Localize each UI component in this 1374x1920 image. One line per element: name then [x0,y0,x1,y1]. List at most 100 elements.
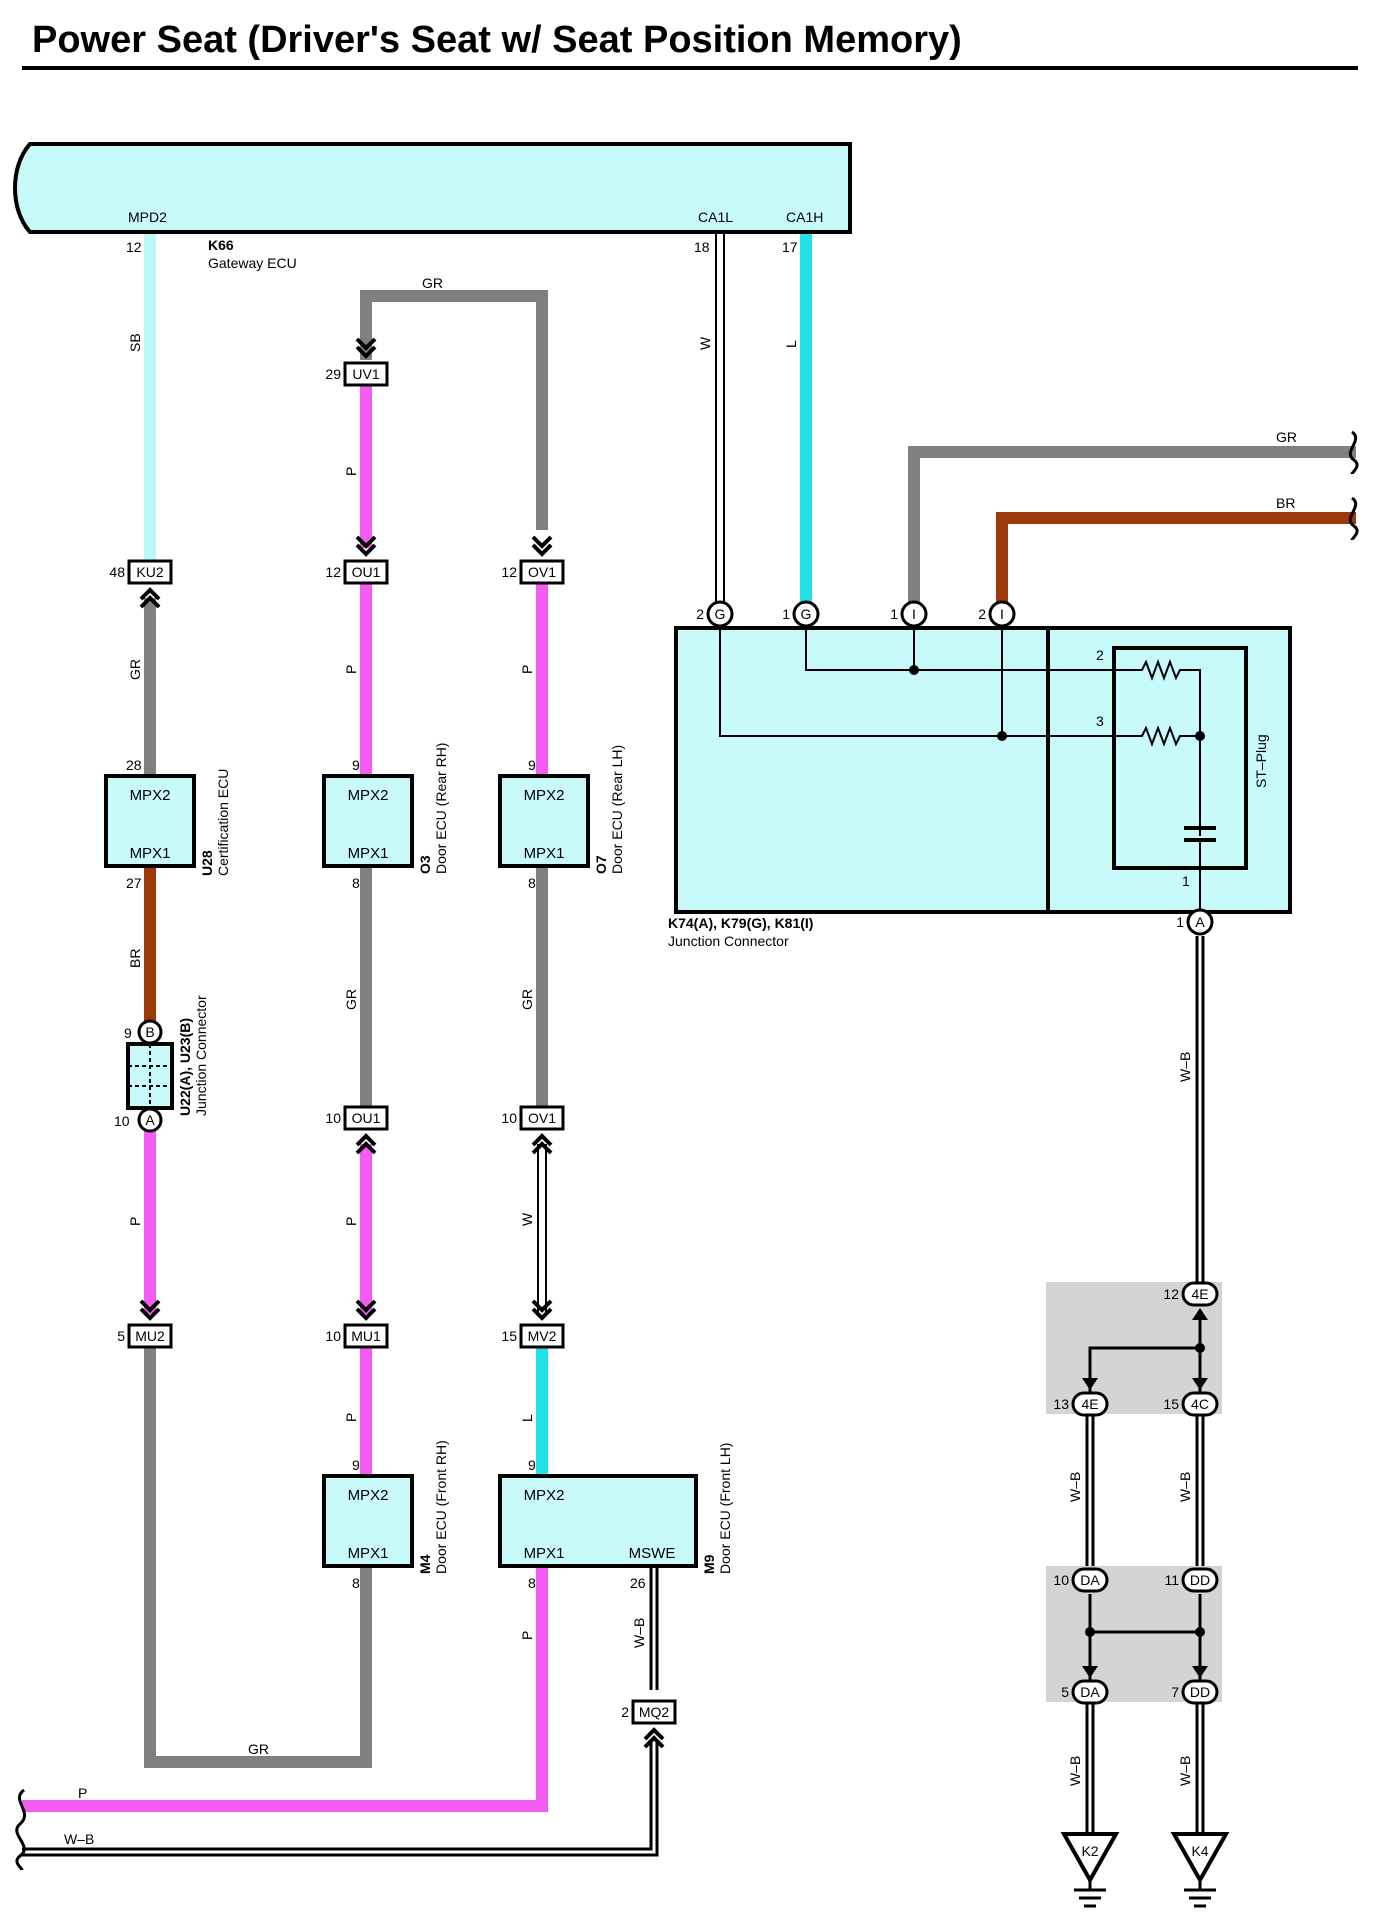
o7-mpx2: MPX2 [524,787,565,804]
connector-mu1-chevron [355,1299,377,1313]
k74-junction-dot-3 [1195,731,1205,741]
terminal-pin-no: 2 [978,606,986,622]
m9-pin-26: 26 [630,1575,646,1591]
connector-mv2-chevron [531,1307,553,1321]
wire-br-right [996,512,1356,604]
terminal-circle [1186,908,1214,936]
u22-pin-b [137,1019,163,1045]
u28-pin-27: 27 [126,875,142,891]
connector-label: MU1 [351,1328,381,1344]
jb-oval [1071,1391,1109,1417]
u22-code: U22(A), U23(B) [177,1018,193,1116]
st-plug-pin-3: 3 [1096,713,1104,729]
wire-label-gr-u28: GR [127,659,143,680]
o7-body [498,774,590,868]
wire-gr-top [360,290,548,530]
jb-oval [1071,1567,1109,1593]
st-plug-pin-1: 1 [1182,873,1190,889]
jb-oval [1071,1679,1109,1705]
wire-label-wb-4e: W–B [1067,1472,1083,1502]
connector-box [127,1323,173,1349]
wire-label-gr-bottom: GR [248,1741,269,1757]
jb-label: 4C [1191,1396,1209,1412]
connector-uv1-chevron [355,345,377,359]
wire-label-wb-k2: W–B [1067,1756,1083,1786]
connector-box [631,1699,677,1725]
u28-code: U28 [199,850,215,876]
page-title: Power Seat (Driver's Seat w/ Seat Positi… [32,19,962,61]
jb-label: 4E [1081,1396,1098,1412]
connector-mv2-chevron [531,1299,553,1313]
junction-connector-k74: ST–Plug 2 3 1 K74(A), K79(G), K81(I) Jun… [668,618,1292,949]
u28-mpx1: MPX1 [130,845,171,862]
wire-label-p-m9: P [519,1631,535,1640]
wire-label-p-ou1: P [343,665,359,674]
jb-arrow [1082,1378,1098,1390]
pin-12-no: 12 [126,239,142,255]
wire-gr-right [908,446,1356,604]
connector-box [343,1323,389,1349]
door-ecu-front-lh-m9: MPX2 MPX1 MSWE 9 8 26 M9 Door ECU (Front… [498,1443,733,1591]
o7-name: Door ECU (Rear LH) [609,745,625,874]
connector-label: OV1 [528,1110,556,1126]
u28-body [104,774,196,868]
o3-pin-8: 8 [352,875,360,891]
m9-body [498,1474,698,1568]
ground-k4: K4 [1170,1832,1230,1908]
pin-ca1h-label: CA1H [786,209,823,225]
wire-label-gr-o7: GR [519,989,535,1010]
jb-dot-2 [1085,1627,1095,1637]
jb-pin-no: 5 [1061,1684,1069,1700]
pin-18-no: 18 [694,239,710,255]
connector-label: OV1 [528,564,556,580]
connector-box [519,559,565,585]
wire-label-p-uv1: P [343,467,359,476]
wire-gr-mu2-m4 [144,1346,372,1768]
wire-label-l-ca1h: L [783,340,799,348]
m9-code: M9 [701,1554,717,1574]
wire-p-m9-bottom [22,1566,548,1812]
jb-oval [1181,1281,1219,1307]
u22-pin-9: 9 [124,1025,132,1041]
u22-name: Junction Connector [193,995,209,1116]
terminal-pin-no: 1 [782,606,790,622]
connector-ou1_bot-chevron [355,1133,377,1147]
jb-terminal-jda_bot: DA5 [1061,1666,1109,1705]
k74-junction-dot-2 [997,731,1007,741]
st-plug-pin-2: 2 [1096,647,1104,663]
wire-label-p-m4: P [343,1413,359,1422]
u22-pin-a-label: A [145,1112,155,1128]
terminal-g2: G1 [782,600,820,628]
break-mark-gr [1348,430,1359,475]
connector-ou1_top-chevron [355,543,377,557]
o3-name: Door ECU (Rear RH) [433,743,449,874]
terminal-pin-no: 1 [890,606,898,622]
k66-code: K66 [208,237,234,253]
connector-mq2-chevron [643,1727,665,1741]
jb-pin-no: 7 [1171,1684,1179,1700]
st-plug-label: ST–Plug [1253,734,1269,788]
wire-label-p-u22: P [127,1217,143,1226]
jb-pin-no: 15 [1163,1396,1179,1412]
jb-dot-3 [1195,1627,1205,1637]
connector-box [127,559,173,585]
jb-pin-no: 13 [1053,1396,1069,1412]
u28-pin-28: 28 [126,757,142,773]
connector-ou1_top-chevron [355,535,377,549]
wire-label-l-m9: L [519,1414,535,1422]
connector-mu1-chevron [355,1307,377,1321]
terminal-circle [706,600,734,628]
certification-ecu-u28: MPX2 MPX1 28 27 U28 Certification ECU [104,757,231,891]
wire-label-wb-m9: W–B [631,1618,647,1648]
connector-ku2-chevron [139,595,161,609]
jb-arrow [1082,1666,1098,1678]
connector-ku2-chevron [139,587,161,601]
terminal-pin-no: 2 [696,606,704,622]
u28-name: Certification ECU [215,769,231,876]
